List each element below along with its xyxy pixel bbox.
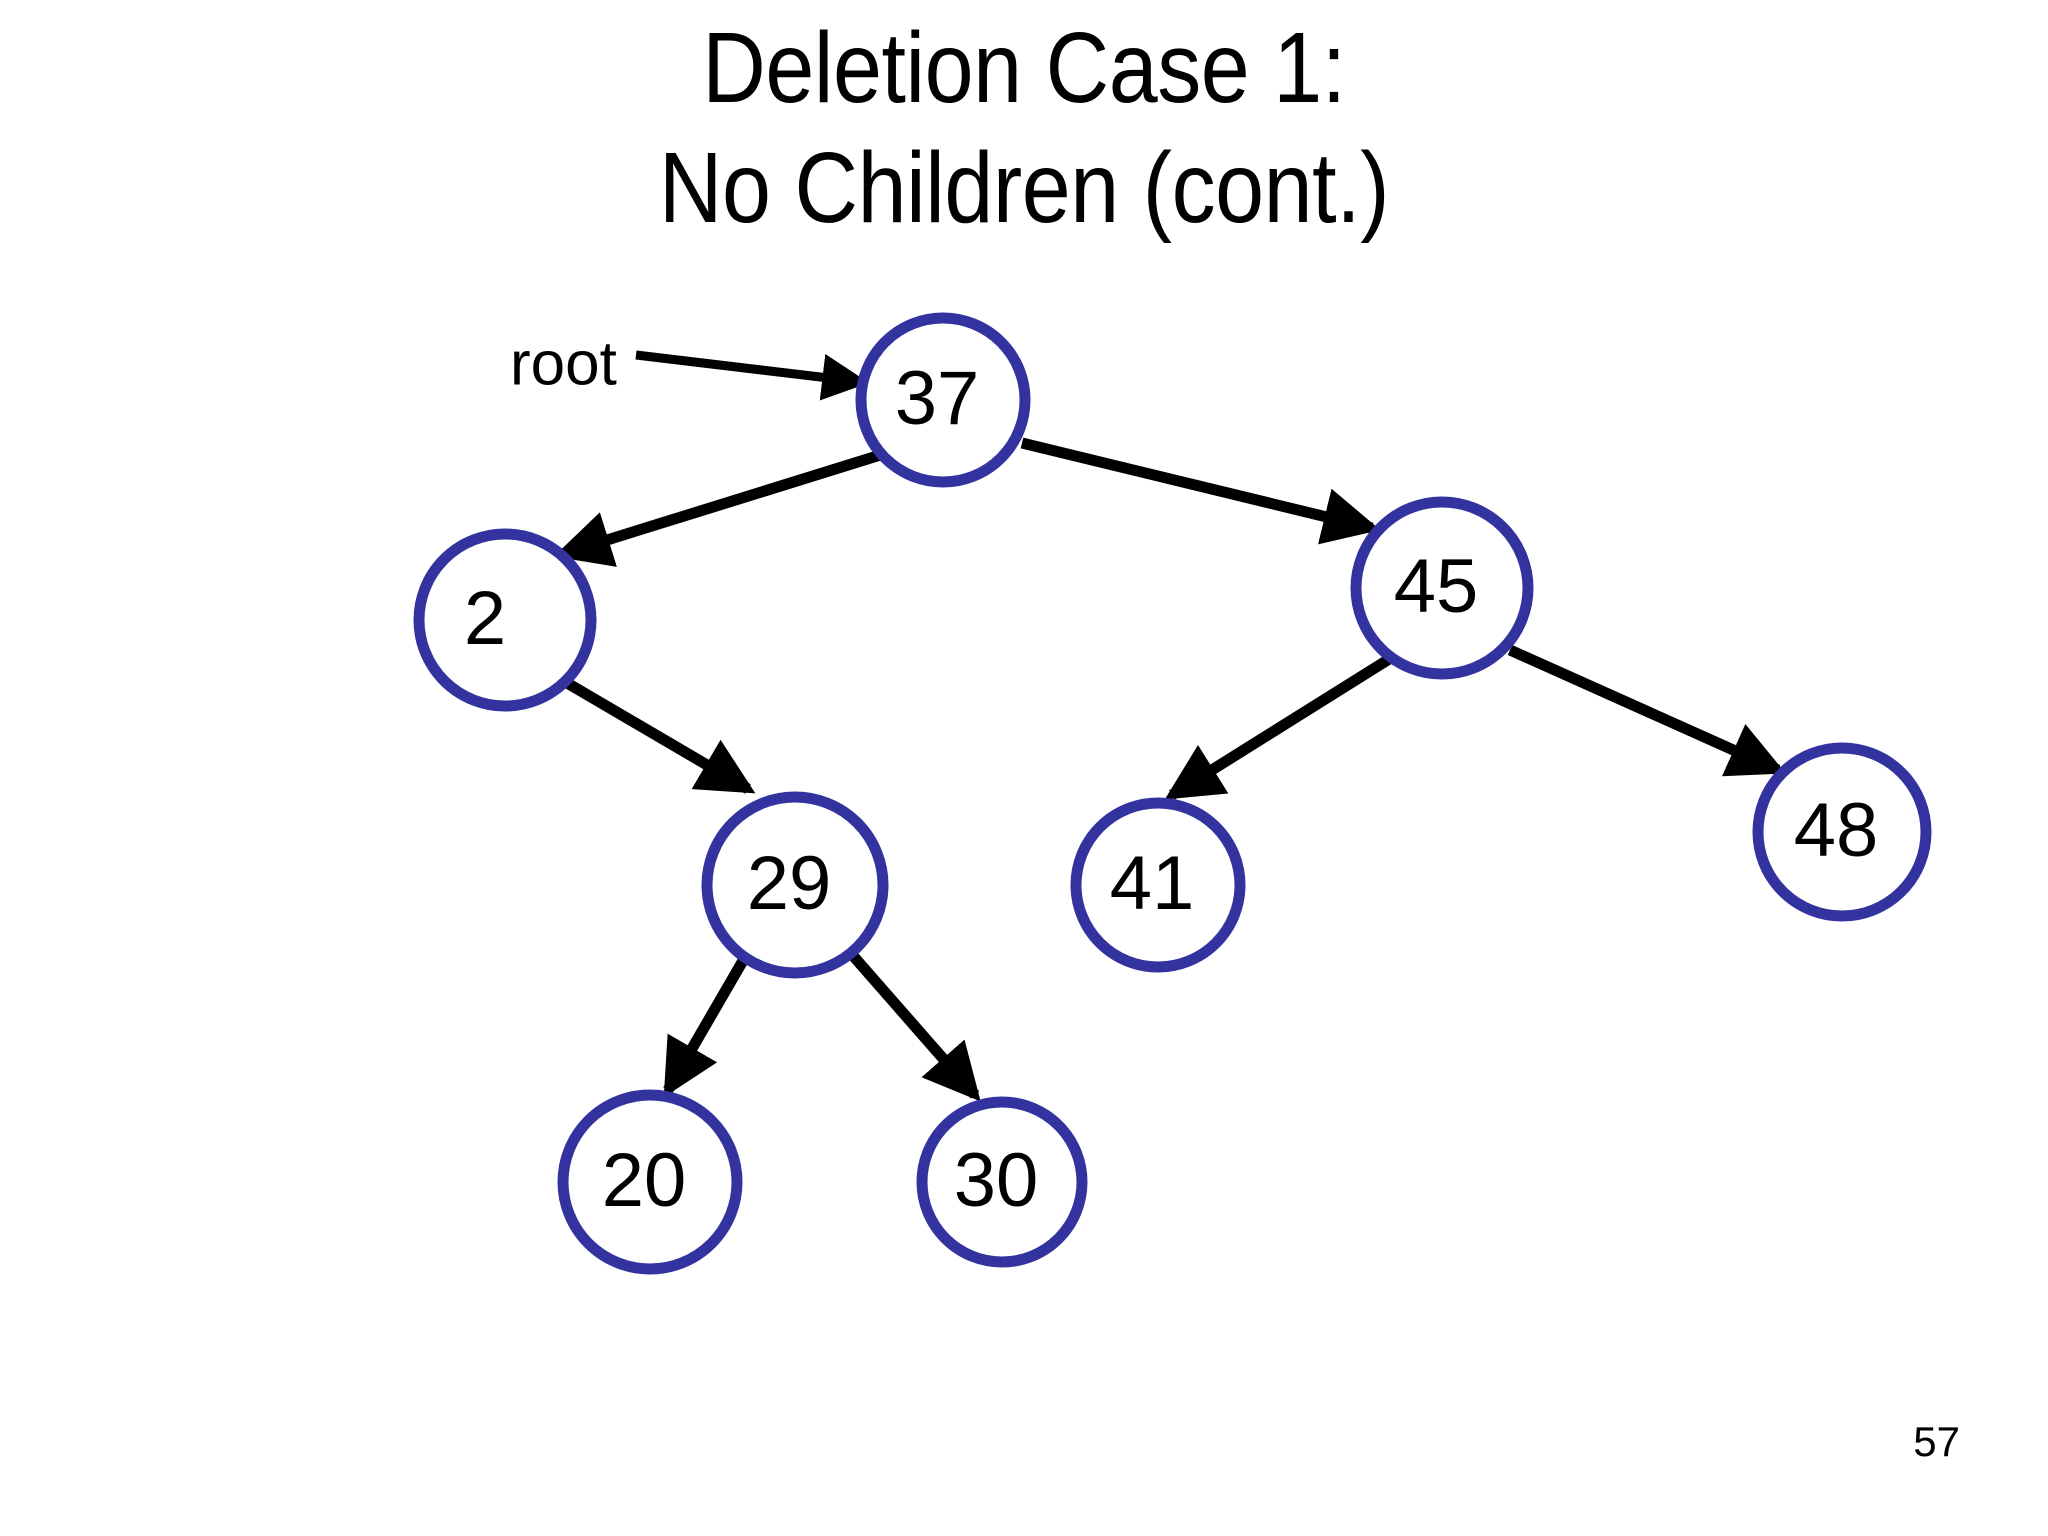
tree-node-41[interactable]: 41 [1070,797,1246,973]
tree-node-label-2: 2 [464,576,506,661]
page-number: 57 [1913,1418,1960,1465]
tree-node-label-30: 30 [954,1138,1039,1223]
root-pointer: root [510,329,869,401]
tree-edges [553,437,1786,1102]
tree-edge-n45-to-n48 [1507,644,1786,777]
tree-edge-n2-to-n29 [559,675,756,794]
tree-node-circle-48 [1752,742,1932,922]
tree-node-29[interactable]: 29 [701,791,889,979]
tree-node-circle-2 [413,528,597,712]
tree-node-48[interactable]: 48 [1752,742,1932,922]
tree-node-label-37: 37 [895,356,980,441]
tree-node-circle-30 [916,1096,1088,1268]
tree-node-label-29: 29 [747,841,832,926]
tree-node-2[interactable]: 2 [413,528,597,712]
tree-node-circle-37 [855,312,1031,488]
tree-node-20[interactable]: 20 [557,1089,743,1275]
tree-edge-n29-to-n30 [843,946,981,1102]
tree-node-circle-45 [1350,496,1534,680]
tree-node-37[interactable]: 37 [855,312,1031,488]
tree-node-label-41: 41 [1110,841,1195,926]
tree-node-30[interactable]: 30 [916,1096,1088,1268]
tree-node-45[interactable]: 45 [1350,496,1534,680]
title-line-2: No Children (cont.) [658,132,1390,244]
tree-edge-n45-to-n41 [1164,651,1397,800]
tree-node-label-20: 20 [602,1138,687,1223]
tree-nodes: 37 2 45 29 41 48 20 30 [413,312,1932,1275]
tree-edge-n29-to-n20 [663,949,753,1098]
root-pointer-label: root [510,329,617,398]
root-pointer-arrow-icon [635,350,869,401]
tree-node-circle-20 [557,1089,743,1275]
tree-node-label-48: 48 [1794,788,1879,873]
tree-node-circle-29 [701,791,889,979]
tree-node-circle-41 [1070,797,1246,973]
tree-edge-n37-to-n2 [553,446,892,567]
tree-edge-n37-to-n45 [1020,437,1381,545]
page-title: Deletion Case 1: No Children (cont.) [0,8,2048,248]
title-line-1: Deletion Case 1: [702,12,1346,124]
tree-node-label-45: 45 [1394,544,1479,629]
